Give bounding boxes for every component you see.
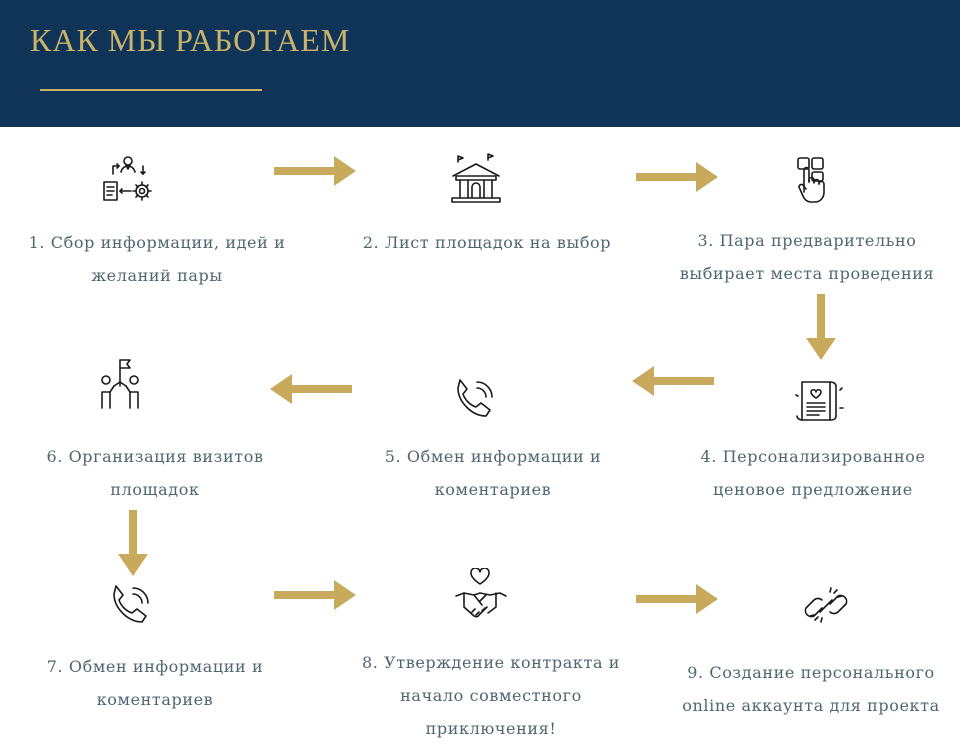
title-underline <box>40 89 262 91</box>
step-5-label: 5. Обмен информации и коментариев <box>384 447 602 499</box>
arrow-right <box>274 154 356 188</box>
header-banner: КАК МЫ РАБОТАЕМ <box>0 0 960 127</box>
page-title: КАК МЫ РАБОТАЕМ <box>30 22 351 58</box>
data-collection-icon <box>100 152 156 208</box>
step-9-label: 9. Создание персонального online аккаунт… <box>682 663 940 715</box>
arrow-right <box>636 160 718 194</box>
arrow-right <box>636 582 718 616</box>
handshake-heart-icon <box>452 568 508 624</box>
phone-icon <box>446 372 502 428</box>
touch-select-icon <box>786 152 842 208</box>
arrow-right <box>274 578 356 612</box>
team-flag-icon <box>92 356 148 412</box>
phone-icon <box>102 578 158 634</box>
step-1-label: 1. Сбор информации, идей и желаний пары <box>28 233 286 285</box>
step-6-label: 6. Организация визитов площадок <box>46 447 264 499</box>
arrow-down <box>118 510 148 576</box>
venue-icon <box>448 152 504 208</box>
arrow-down <box>806 294 836 360</box>
document-icon <box>792 372 848 428</box>
link-icon <box>798 578 854 634</box>
step-8-label: 8. Утверждение контракта и начало совмес… <box>361 653 621 738</box>
step-2-label: 2. Лист площадок на выбор <box>362 233 612 252</box>
arrow-left <box>632 364 714 398</box>
step-4-label: 4. Персонализированное ценовое предложен… <box>700 447 926 499</box>
step-7-label: 7. Обмен информации и коментариев <box>46 657 264 709</box>
arrow-left <box>270 372 352 406</box>
step-3-label: 3. Пара предварительно выбирает места пр… <box>679 231 935 283</box>
